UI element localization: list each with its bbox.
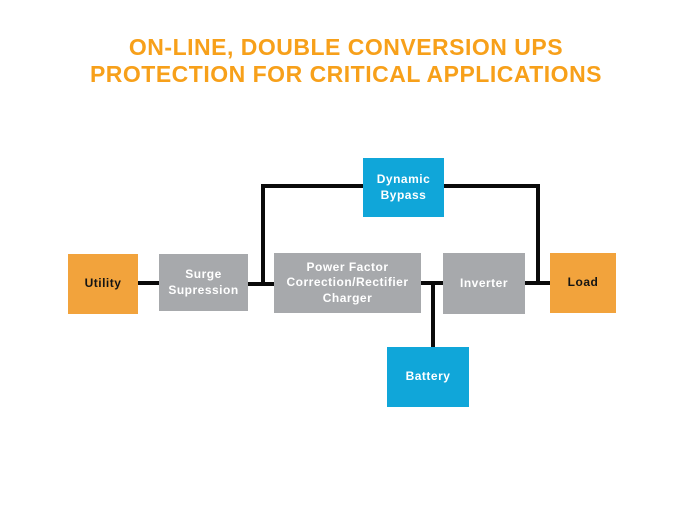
connector-utility-surge	[138, 281, 159, 285]
dynamic-bypass-node: Dynamic Bypass	[363, 158, 444, 217]
connector-surge-powerfactor	[248, 282, 274, 286]
connector-bypass-left-vertical	[261, 184, 265, 286]
battery-node: Battery	[387, 347, 469, 407]
utility-node: Utility	[68, 254, 138, 314]
dynamic-bypass-node-label: Dynamic Bypass	[376, 171, 431, 202]
utility-node-label: Utility	[84, 276, 122, 291]
connector-battery-vertical	[431, 284, 435, 347]
connector-powerfactor-inverter	[421, 281, 443, 285]
diagram-title: ON-LINE, DOUBLE CONVERSION UPS PROTECTIO…	[0, 34, 692, 88]
diagram-title-line1: ON-LINE, DOUBLE CONVERSION UPS	[128, 34, 564, 60]
inverter-node: Inverter	[443, 253, 525, 314]
connector-bypass-right-vertical	[536, 184, 540, 285]
power-factor-correction-node-label: Power Factor Correction/Rectifier Charge…	[286, 259, 409, 305]
inverter-node-label: Inverter	[459, 275, 509, 290]
connector-inverter-load	[525, 281, 550, 285]
power-factor-correction-node: Power Factor Correction/Rectifier Charge…	[274, 253, 421, 313]
load-node: Load	[550, 253, 616, 313]
diagram-title-line2: PROTECTION FOR CRITICAL APPLICATIONS	[89, 61, 603, 87]
surge-suppression-node: Surge Supression	[159, 254, 248, 311]
load-node-label: Load	[567, 275, 599, 290]
battery-node-label: Battery	[405, 369, 451, 384]
surge-suppression-node-label: Surge Supression	[168, 266, 239, 297]
